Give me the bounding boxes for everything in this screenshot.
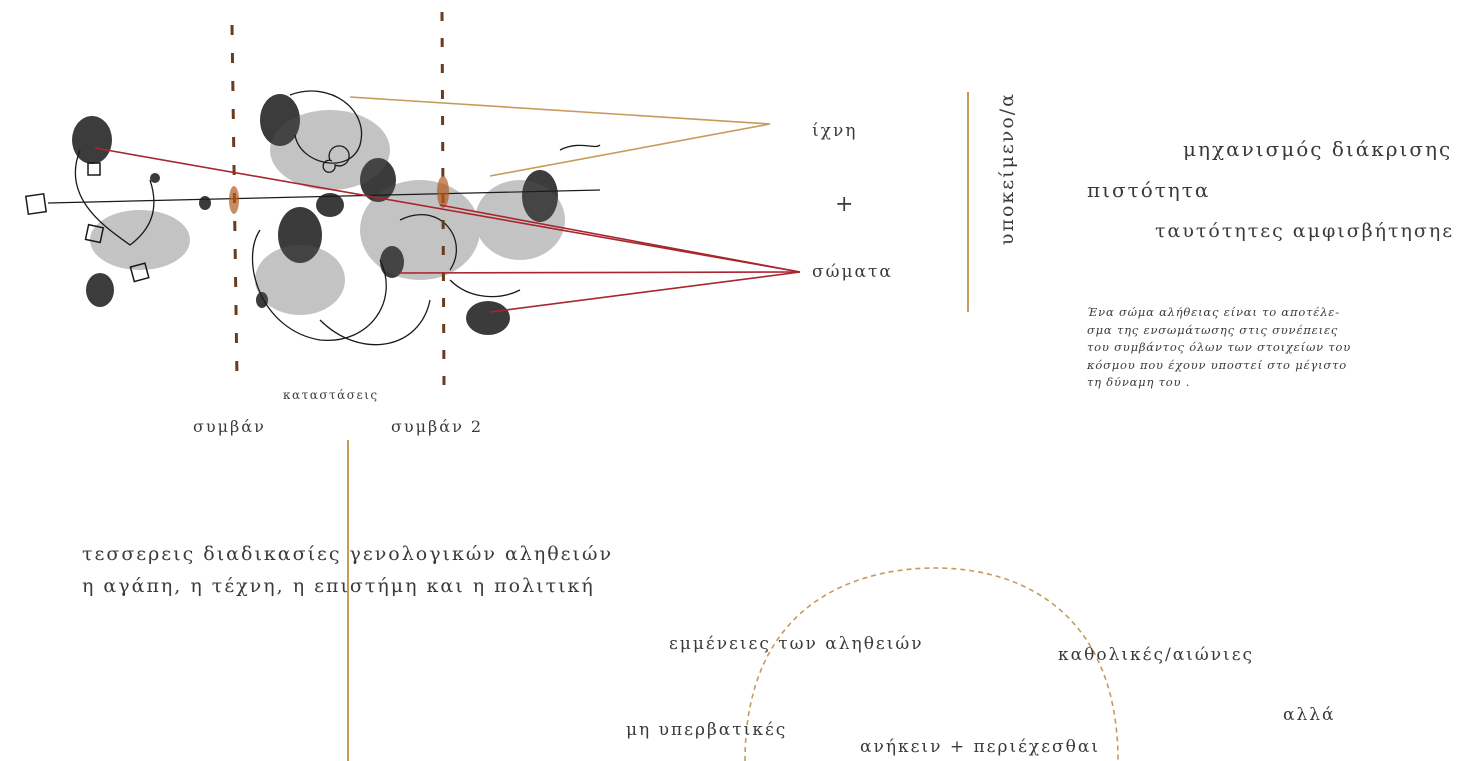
non-transcendent-label: μη υπερβατικές: [626, 720, 788, 740]
event2-label: συμβάν 2: [391, 417, 484, 436]
fidelity-label: πιστότητα: [1087, 178, 1211, 202]
immanence-arc: [744, 567, 1119, 761]
truth-body-paragraph: Ένα σώμα αλήθειας είναι το αποτέλε- σμα …: [1087, 304, 1352, 392]
paragraph-line: τη δύναμη του .: [1087, 375, 1191, 389]
ink-sketch: [24, 11, 601, 386]
states-label: καταστάσεις: [283, 388, 379, 402]
immanences-label: εμμένειες των αληθειών: [669, 634, 924, 654]
universal-label: καθολικές/αιώνιες: [1058, 645, 1255, 665]
plus-sign: +: [835, 192, 854, 217]
bodies-label: σώματα: [812, 262, 893, 282]
event1-label: συμβάν: [193, 417, 266, 436]
but-label: αλλά: [1283, 705, 1336, 725]
traces-label: ίχνη: [812, 121, 858, 141]
paragraph-line: Ένα σώμα αλήθειας είναι το αποτέλε-: [1087, 305, 1340, 319]
paragraph-line: σμα της ενσωμάτωσης στις συνέπειες: [1087, 322, 1339, 337]
identities-label: ταυτότητες αμφισβήτησηε: [1155, 220, 1455, 242]
paragraph-line: του συμβάντος όλων των στοιχείων του: [1087, 340, 1352, 354]
paragraph-line: κόσμου που έχουν υποστεί στο μέγιστο: [1087, 357, 1347, 372]
belong-contain-label: ανήκειν + περιέχεσθαι: [860, 737, 1101, 757]
procedures-line-2: η αγάπη, η τέχνη, η επιστήμη και η πολιτ…: [82, 575, 595, 597]
trace-connectors: [349, 96, 771, 177]
body-connectors: [94, 147, 801, 313]
subject-label: υποκείμενο/α: [996, 92, 1018, 246]
mechanism-label: μηχανισμός διάκρισης: [1183, 137, 1453, 161]
procedures-line-1: τεσσερεις διαδικασίες γενολογικών αληθει…: [82, 543, 614, 565]
